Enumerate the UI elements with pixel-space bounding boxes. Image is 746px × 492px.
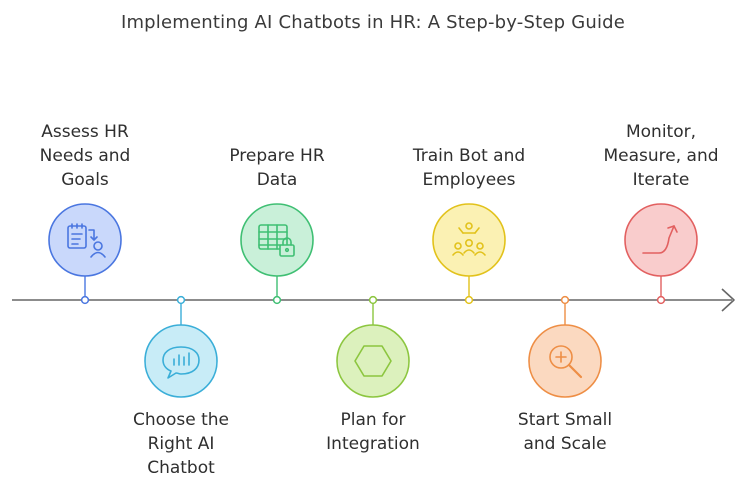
timeline-node [80, 295, 90, 305]
timeline-node [272, 295, 282, 305]
timeline-step [240, 203, 314, 305]
step-label-line: and Scale [523, 434, 607, 454]
step-label-line: Employees [422, 170, 516, 190]
step-label-line: Monitor, [625, 122, 697, 142]
step-label-line: Prepare HR [229, 146, 325, 166]
step-circle [624, 203, 698, 277]
step-label-line: Plan for [340, 410, 406, 430]
hexagon-icon [354, 345, 392, 377]
step-label-line: Goals [61, 170, 109, 190]
checklist-user-icon [67, 223, 106, 258]
step-label-line: Iterate [632, 170, 690, 190]
step-label-line: Train Bot and [412, 146, 526, 166]
step-label-line: Needs and [39, 146, 131, 166]
step-label-line: Right AI [147, 434, 215, 454]
timeline-arrowhead [721, 288, 735, 312]
step-label-line: Assess HR [41, 122, 129, 142]
page-title: Implementing AI Chatbots in HR: A Step-b… [120, 12, 626, 33]
timeline-node [656, 295, 666, 305]
step-label-line: Data [256, 170, 298, 190]
timeline-node [368, 295, 378, 305]
timeline-node [176, 295, 186, 305]
magnify-plus-icon [549, 345, 583, 379]
timeline-step [528, 295, 602, 398]
timeline-node [464, 295, 474, 305]
growth-curve-icon [642, 225, 678, 254]
step-label-line: Measure, and [603, 146, 719, 166]
timeline-step [336, 295, 410, 398]
timeline-step [144, 295, 218, 398]
step-label-line: Integration [326, 434, 420, 454]
team-training-icon [452, 222, 486, 256]
step-label-line: Choose the [132, 410, 230, 430]
table-lock-icon [258, 224, 295, 257]
step-label: Prepare HR Data [202, 144, 352, 192]
timeline-step [432, 203, 506, 305]
timeline-step [624, 203, 698, 305]
step-label-line: Chatbot [147, 458, 215, 478]
step-circle [48, 203, 122, 277]
timeline-node [560, 295, 570, 305]
step-label: Start Small and Scale [490, 408, 640, 456]
timeline-step [48, 203, 122, 305]
step-circle [528, 324, 602, 398]
chat-bubble-chart-icon [162, 346, 200, 379]
step-circle [144, 324, 218, 398]
step-circle [336, 324, 410, 398]
step-label-line: Start Small [517, 410, 613, 430]
